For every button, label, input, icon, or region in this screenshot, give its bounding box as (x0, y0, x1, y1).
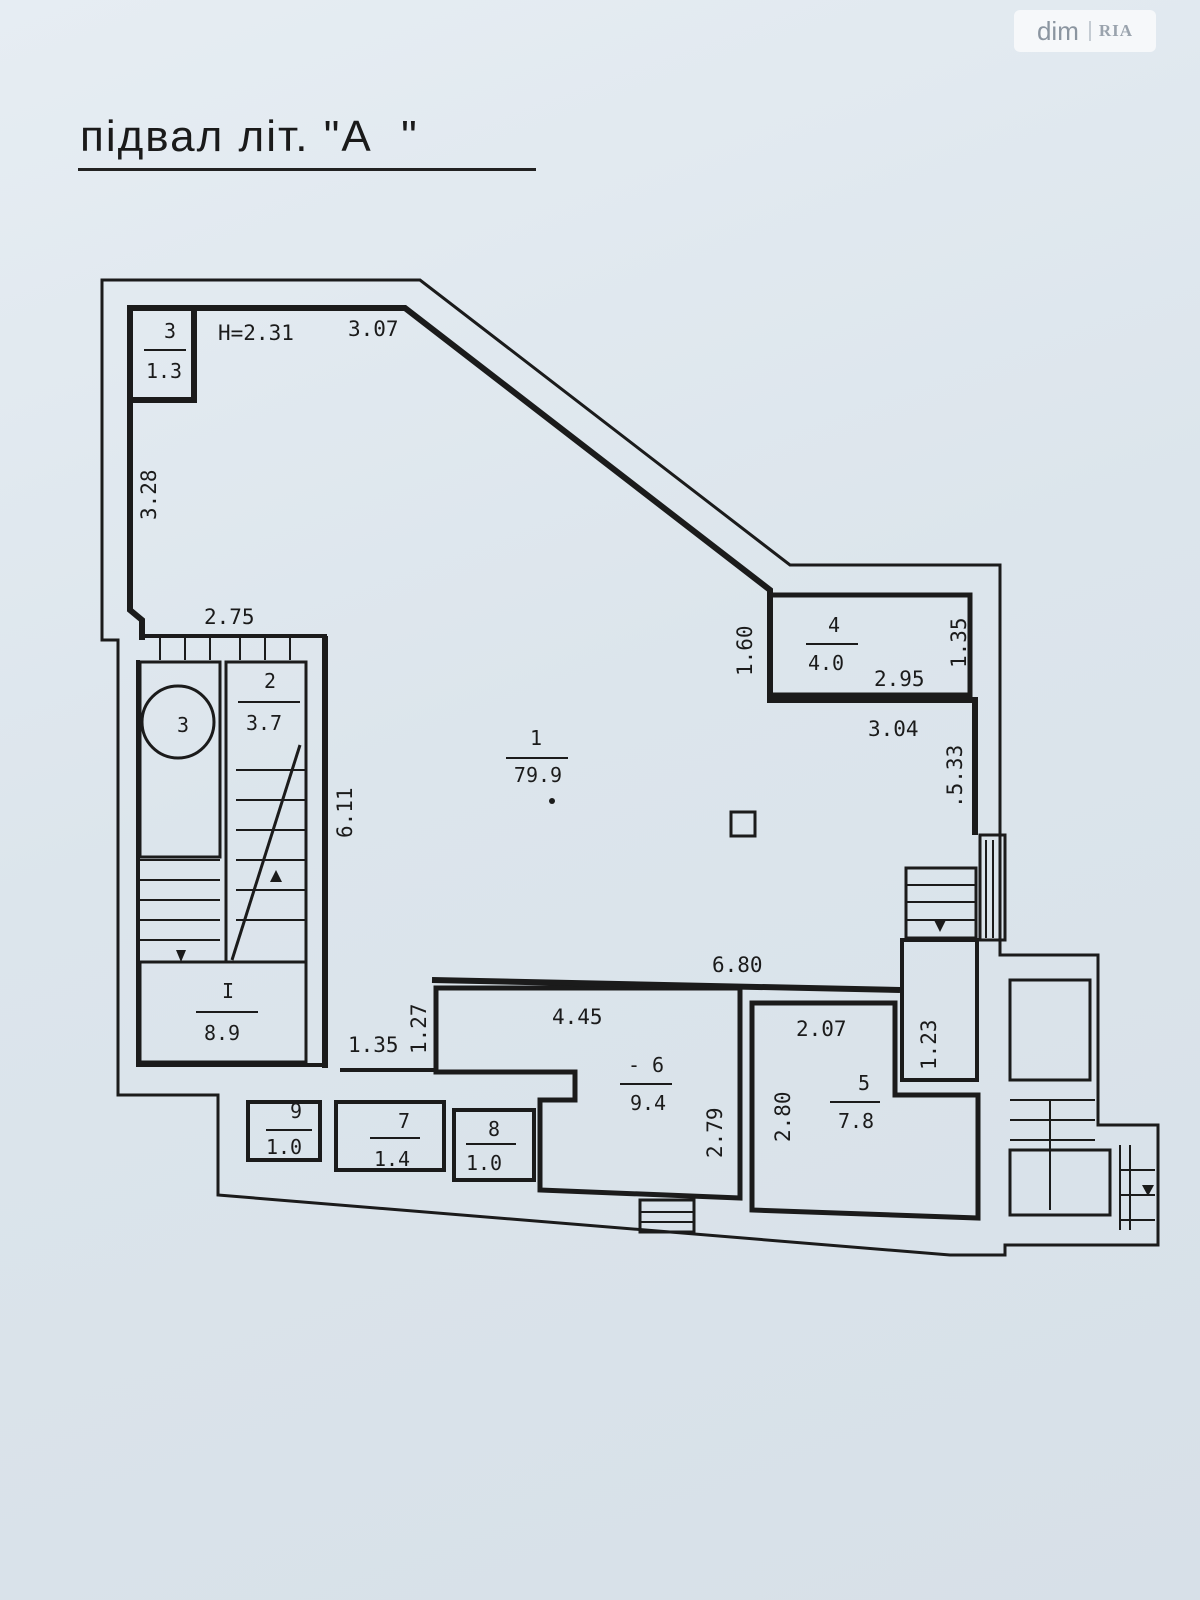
exterior-stair-walls (1008, 978, 1092, 1082)
room-2-number: 2 (264, 669, 276, 693)
room-3-walls (127, 305, 197, 403)
room-6-walls (433, 985, 743, 1201)
spiral-stair-circle (140, 684, 216, 760)
room-9-walls (246, 1100, 322, 1162)
room-1-area: 79.9 (514, 763, 562, 787)
dimension-279: 2.79 (703, 1107, 727, 1158)
dimension-533: .5.33 (943, 745, 967, 808)
room-6-area: 9.4 (630, 1091, 666, 1115)
vent-shaft-right (978, 833, 1007, 942)
dimension-307: 3.07 (348, 317, 399, 341)
arrow-exterior-stair (1142, 1185, 1154, 1196)
plan-title: підвал літ. "А " (80, 112, 419, 161)
dimension-304: 3.04 (868, 717, 919, 741)
stair-arrows (176, 798, 1154, 1196)
room-3-area: 1.3 (146, 359, 182, 383)
dimension-127: 1.27 (407, 1003, 431, 1054)
watermark-dim-text: dim (1036, 15, 1079, 46)
dimension-445: 4.45 (552, 1005, 603, 1029)
arrow-down-left-stair (176, 950, 186, 962)
point-marker (549, 798, 555, 804)
watermark-ria-logo: RIA (1088, 21, 1133, 41)
title-underline (78, 168, 536, 171)
landing-right (900, 938, 979, 1082)
arrow-down-right-stair (934, 920, 946, 932)
stair-shaft-2 (224, 660, 308, 964)
stair-shaft-3 (138, 660, 222, 859)
dimension-135-a: 1.35 (947, 617, 971, 668)
room-7-walls (334, 1100, 446, 1172)
dimension-123: 1.23 (917, 1019, 941, 1070)
main-hall-inner-wall (130, 305, 978, 835)
room-4-area: 4.0 (808, 651, 844, 675)
room-5-number: 5 (858, 1071, 870, 1095)
room-I-number: I (222, 979, 234, 1003)
exterior-stair-lower (1008, 1148, 1112, 1217)
dimension-680: 6.80 (712, 953, 763, 977)
stair-treads-left (140, 636, 306, 961)
stair-treads-right (906, 840, 1155, 1230)
dimension-160: 1.60 (733, 625, 757, 676)
entrance-steps (638, 1198, 696, 1234)
dimension-295: 2.95 (874, 667, 925, 691)
room-8-number: 8 (488, 1117, 500, 1141)
dimension-328: 3.28 (137, 469, 161, 520)
dim-ria-watermark: dim RIA (1014, 10, 1156, 52)
room-9-number: 9 (290, 1099, 302, 1123)
room-3-number: 3 (164, 319, 176, 343)
spiral-stair-number: 3 (177, 713, 189, 737)
dimension-135-b: 1.35 (348, 1033, 399, 1057)
room-7-area: 1.4 (374, 1147, 410, 1171)
room-8-walls (452, 1108, 536, 1182)
main-hall-left-wall (127, 308, 145, 640)
arrow-up-stair-2 (270, 870, 282, 882)
dimension-207: 2.07 (796, 1017, 847, 1041)
partition-wall-680 (431, 977, 901, 993)
outer-wall (100, 278, 1160, 1257)
room-8-area: 1.0 (466, 1151, 502, 1175)
dimension-280: 2.80 (771, 1091, 795, 1142)
walls (100, 278, 1160, 1257)
room-4-walls (767, 592, 973, 698)
room-2-area: 3.7 (246, 711, 282, 735)
room-7-number: 7 (398, 1109, 410, 1133)
room-6-number: - 6 (628, 1053, 664, 1077)
column-square (729, 810, 757, 838)
room-I-walls (138, 960, 308, 1064)
ceiling-height-mark: H=2.31 (218, 321, 294, 345)
room-I-area: 8.9 (204, 1021, 240, 1045)
room-1-number: 1 (530, 726, 542, 750)
room-5-area: 7.8 (838, 1109, 874, 1133)
room-5-walls (749, 1000, 981, 1221)
room-4-number: 4 (828, 613, 840, 637)
dimension-611: 6.11 (333, 787, 357, 838)
room-9-area: 1.0 (266, 1135, 302, 1159)
dimension-275: 2.75 (204, 605, 255, 629)
